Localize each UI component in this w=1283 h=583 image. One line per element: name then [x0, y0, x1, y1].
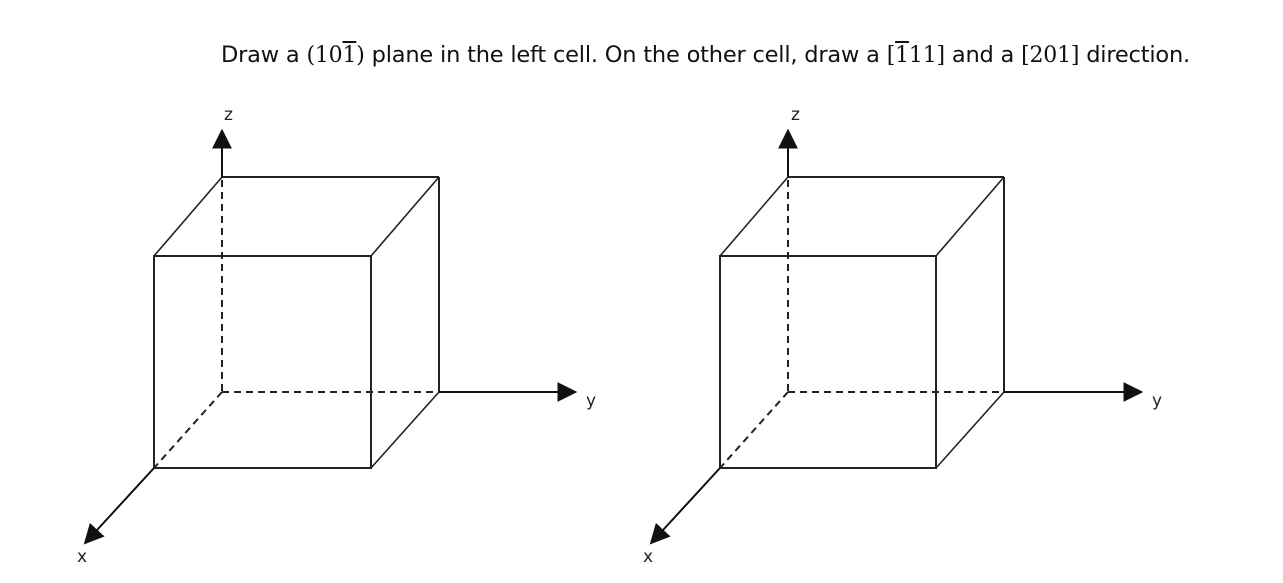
instruction-part3: and a [944, 42, 1022, 68]
direction-1-index: [111] [886, 43, 945, 68]
x-axis-left [83, 467, 155, 545]
plane-miller-index: (101) [306, 43, 365, 68]
y-label-left: y [586, 391, 596, 411]
z-label-left: z [224, 105, 233, 125]
z-label-right: z [791, 105, 800, 125]
front-face [153, 255, 372, 469]
instruction-text: Draw a (101) plane in the left cell. On … [221, 42, 1190, 68]
direction-2-index: [201] [1021, 43, 1080, 68]
right-unit-cell[interactable] [719, 176, 1005, 469]
hidden-edges [719, 180, 1004, 469]
x-label-right: x [643, 547, 653, 567]
instruction-part4: direction. [1079, 42, 1190, 68]
left-unit-cell[interactable] [153, 176, 440, 469]
front-face [719, 255, 937, 469]
left-axes [83, 128, 578, 545]
hidden-edges [153, 180, 439, 469]
instruction-part1: Draw a [221, 42, 307, 68]
instruction-part2: plane in the left cell. On the other cel… [364, 42, 887, 68]
y-label-right: y [1152, 391, 1162, 411]
x-label-left: x [77, 547, 87, 567]
x-axis-right [649, 467, 721, 545]
right-axes [649, 128, 1144, 545]
